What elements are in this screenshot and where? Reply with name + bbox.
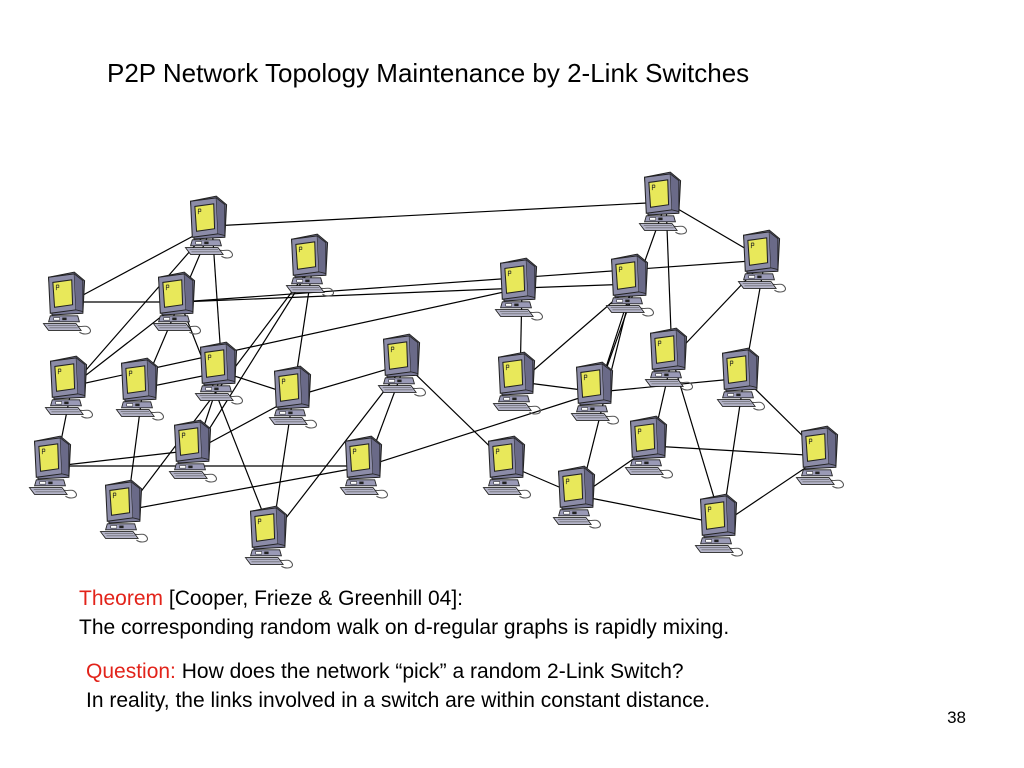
- computer-icon: [494, 257, 544, 321]
- question-text: How does the network “pick” a random 2-L…: [175, 660, 684, 683]
- link-n3-n23: [179, 259, 766, 303]
- question-note: In reality, the links involved in a swit…: [86, 689, 711, 712]
- computer-icon: [184, 195, 234, 259]
- computer-icon: [42, 271, 92, 335]
- link-n3-n16: [179, 287, 523, 303]
- link-n9-n13: [195, 263, 314, 451]
- link-n22-n27: [651, 445, 824, 457]
- computer-icon: [168, 419, 218, 483]
- computer-icon: [737, 229, 787, 293]
- computer-icon: [99, 479, 149, 543]
- question-block: Question: How does the network “pick” a …: [86, 657, 710, 715]
- link-n8-n12: [126, 465, 368, 511]
- computer-icon: [28, 435, 78, 499]
- computer-icon: [482, 435, 532, 499]
- link-n12-n19: [366, 391, 599, 467]
- link-n1-n21: [211, 201, 667, 227]
- computer-icon: [115, 357, 165, 421]
- computer-icon: [624, 415, 674, 479]
- link-n20-n26: [579, 495, 723, 525]
- link-n1-n2: [69, 225, 213, 303]
- computer-icon: [552, 465, 602, 529]
- p2p-network-diagram: [28, 171, 845, 569]
- link-n1-n4: [71, 225, 213, 387]
- computer-icon: [716, 347, 766, 411]
- page-number: 38: [947, 708, 966, 727]
- computer-icon: [152, 271, 202, 335]
- theorem-citation: [Cooper, Frieze & Greenhill 04]:: [163, 587, 464, 610]
- question-line: Question: How does the network “pick” a …: [86, 657, 710, 686]
- computer-icon: [492, 351, 542, 415]
- computer-icon: [795, 425, 845, 489]
- computer-icon: [644, 327, 694, 391]
- theorem-label: Theorem: [79, 587, 164, 610]
- link-n10-n14: [271, 363, 406, 537]
- theorem-line: Theorem [Cooper, Frieze & Greenhill 04]:: [79, 584, 729, 613]
- computer-icon: [244, 505, 294, 569]
- theorem-block: Theorem [Cooper, Frieze & Greenhill 04]:…: [79, 584, 729, 642]
- link-n7-n9: [55, 449, 197, 467]
- computer-icon: [638, 171, 688, 235]
- computer-icon: [194, 341, 244, 405]
- computer-icon: [377, 333, 427, 397]
- question-label: Question:: [86, 660, 176, 683]
- link-n3-n10: [179, 301, 273, 537]
- computer-icon: [285, 233, 335, 297]
- computer-icon: [570, 361, 620, 425]
- theorem-statement: The corresponding random walk on d-regul…: [79, 616, 730, 639]
- computer-icon: [44, 355, 94, 419]
- computer-icon: [694, 493, 744, 557]
- computer-icon: [605, 253, 655, 317]
- computer-icon: [339, 435, 389, 499]
- link-n19-n21: [597, 201, 667, 393]
- computer-icon: [268, 365, 318, 429]
- slide-title: P2P Network Topology Maintenance by 2-Li…: [107, 58, 750, 88]
